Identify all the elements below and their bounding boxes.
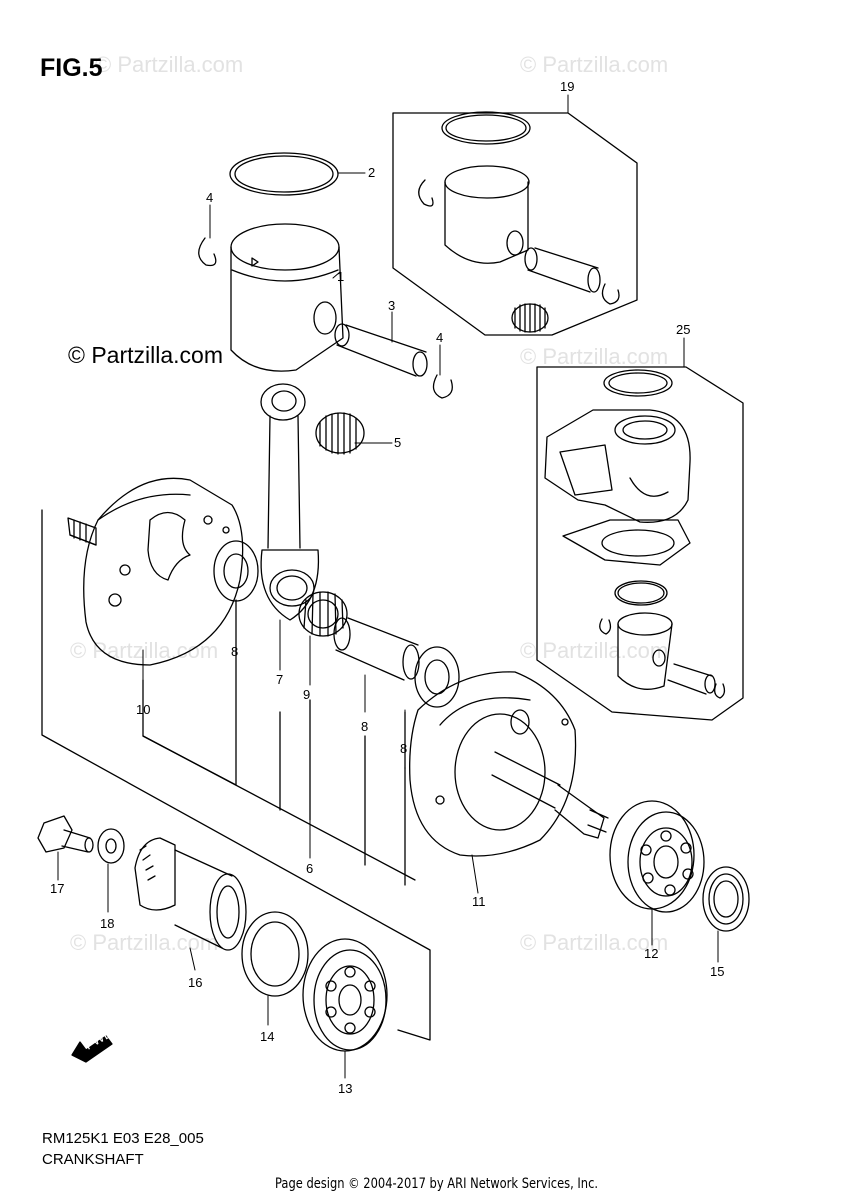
piston-pin (334, 323, 428, 377)
watermark: © Partzilla.com (520, 52, 669, 77)
callout-7: 7 (276, 672, 283, 687)
copyright-text: © Partzilla.com (68, 342, 223, 368)
kit-25-piston-pin (667, 663, 716, 695)
callout-10: 9 (303, 687, 310, 702)
callout-17: 17 (50, 881, 64, 896)
callout-18: 18 (100, 916, 114, 931)
watermark: © Partzilla.com (520, 930, 669, 955)
thrust-washer-left (213, 540, 259, 602)
callout-1: 1 (337, 269, 344, 284)
callout-2: 2 (368, 165, 375, 180)
callout-4: 4 (436, 330, 443, 345)
kit-25-circlip (714, 683, 726, 699)
callout-5: 5 (394, 435, 401, 450)
kit-19-circlip (601, 283, 620, 305)
piston-ring (229, 152, 339, 196)
kit-19-outline (392, 112, 638, 336)
callout-8: 8 (400, 741, 407, 756)
thrust-washer-right (414, 646, 460, 708)
callout-25: 25 (676, 322, 690, 337)
big-end-needle-bearing (298, 591, 348, 637)
kit-25-head-gasket (603, 369, 673, 397)
piston-pin-circlip (198, 237, 217, 267)
diagram-name: CRANKSHAFT (42, 1151, 144, 1168)
callout-3: 3 (388, 298, 395, 313)
watermark: © Partzilla.com (520, 344, 669, 369)
callout-13: 12 (644, 946, 658, 961)
callout-16: 16 (188, 975, 202, 990)
callout-12: 11 (472, 894, 486, 909)
callout-15: 15 (710, 964, 724, 979)
callout-19: 19 (560, 79, 574, 94)
kit-25-circlip (599, 618, 612, 635)
callout-4: 4 (206, 190, 213, 205)
callout-6: 6 (306, 861, 313, 876)
piston-pin-circlip (432, 374, 453, 399)
kit-25-base-gasket (562, 519, 691, 566)
kit-25-piston-ring (614, 580, 668, 606)
callout-labels: 2 4 1 3 4 5 19 25 8 7 9 8 8 10 6 11 12 1… (50, 79, 724, 1096)
callout-14: 14 (260, 1029, 274, 1044)
watermark: © Partzilla.com (95, 52, 244, 77)
kit-25-outline (536, 366, 744, 721)
primary-drive-gear (134, 837, 247, 951)
oil-seal-right (702, 866, 750, 932)
left-crank-wheel (67, 477, 244, 666)
fwd-arrow-icon: FWD (71, 1025, 115, 1063)
drive-gear-bolt (37, 815, 94, 853)
kit-25-piston (617, 612, 673, 690)
diagram-code: RM125K1 E03 E28_005 (42, 1130, 204, 1147)
drive-gear-washer (97, 828, 125, 864)
kit-19-piston-pin (524, 247, 601, 293)
callout-9: 8 (361, 719, 368, 734)
kit-25-cylinder (544, 409, 691, 523)
figure-title: FIG.5 (40, 54, 103, 82)
leader-lines (57, 94, 719, 1079)
kit-19-piston-ring (441, 111, 531, 145)
oil-seal-left (241, 911, 309, 997)
watermark: © Partzilla.com (520, 638, 669, 663)
crank-bearing-right (609, 800, 705, 913)
assembly-bracket (41, 509, 431, 1041)
crank-bearing-left (302, 938, 388, 1052)
page-credit: Page design © 2004-2017 by ARI Network S… (275, 1176, 599, 1192)
crank-pin (333, 617, 420, 681)
right-crank-wheel (409, 671, 609, 857)
piston (230, 223, 344, 372)
callout-8: 8 (231, 644, 238, 659)
kit-19-circlip (418, 179, 434, 207)
callout-11: 10 (136, 702, 150, 717)
kit-19-piston (444, 165, 530, 264)
kit-19-needle-bearing (511, 303, 549, 333)
small-end-needle-bearing (315, 412, 365, 455)
callout-13: 13 (338, 1081, 352, 1096)
connecting-rod (260, 383, 320, 621)
